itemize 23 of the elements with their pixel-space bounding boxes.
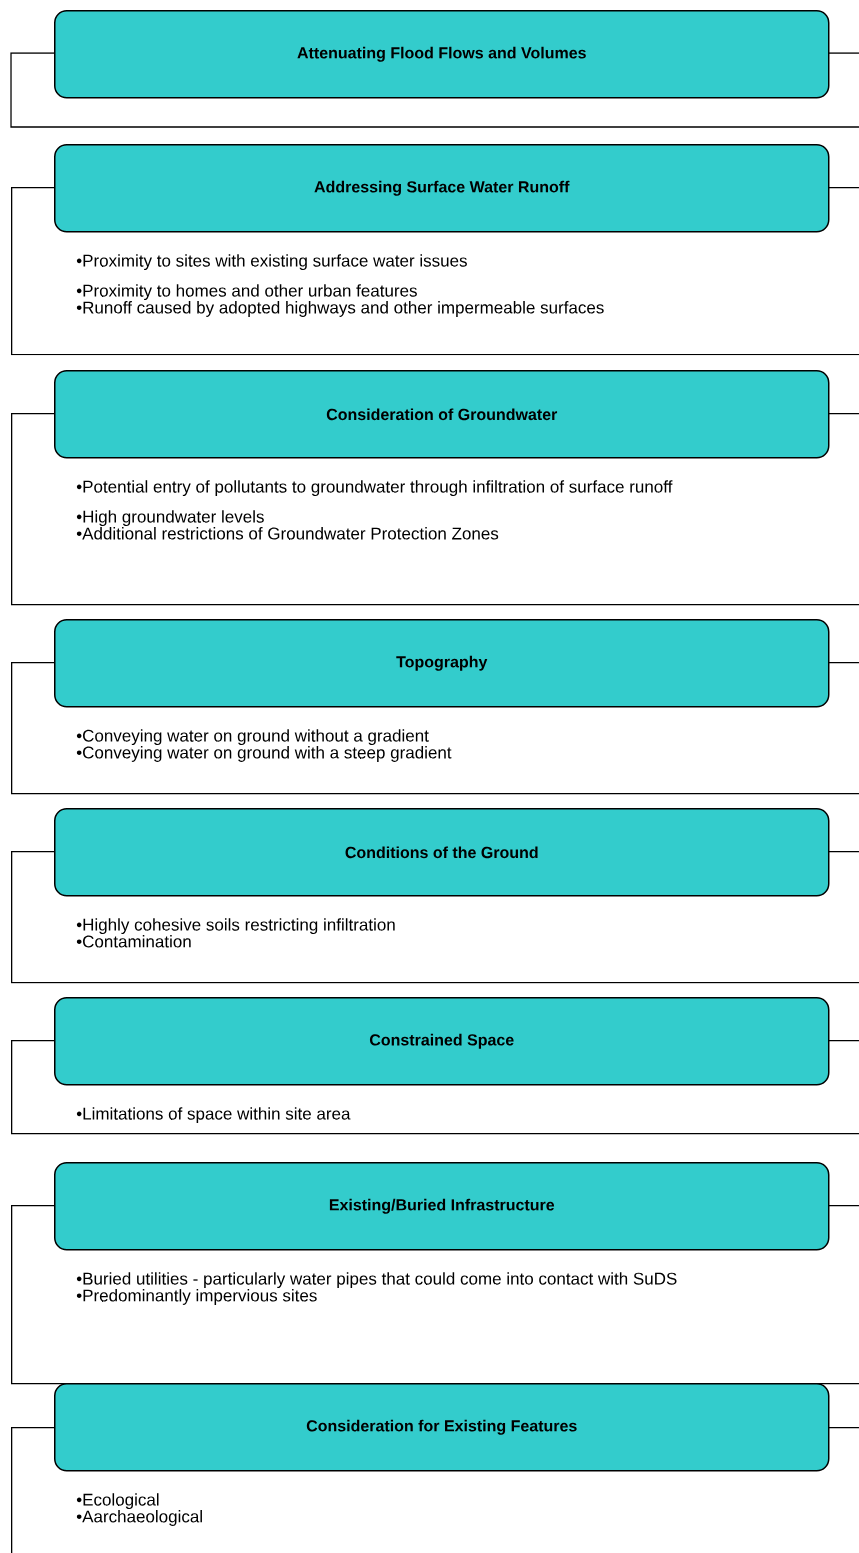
bullet-item: •Ecological (76, 1493, 159, 1510)
bullet-item: •Conveying water on ground without a gradient (76, 729, 429, 746)
bullet-item: •Buried utilities - particularly water pipes that could come into contact with SuDS (76, 1272, 677, 1289)
header-box: Topography (54, 619, 830, 708)
bullet-item: •Highly cohesive soils restricting infiltration (76, 918, 395, 935)
header-box: Conditions of the Ground (54, 808, 830, 897)
header-box: Existing/Buried Infrastructure (54, 1162, 830, 1251)
bullet-item: •Aarchaeological (76, 1510, 202, 1526)
bullet-item: •Potential entry of pollutants to groundwater through infiltration of surface runoff (76, 480, 673, 497)
bullet-item: •Proximity to sites with existing surface water issues (76, 254, 467, 271)
header-box: Consideration of Groundwater (54, 370, 830, 459)
bullet-item: •High groundwater levels (76, 510, 264, 527)
bullet-item: •Predominantly impervious sites (76, 1289, 317, 1305)
bullet-item: •Limitations of space within site area (76, 1107, 351, 1124)
header-box: Addressing Surface Water Runoff (54, 144, 830, 233)
header-box: Attenuating Flood Flows and Volumes (54, 10, 830, 99)
header-box: Constrained Space (54, 997, 830, 1086)
bullet-item: •Proximity to homes and other urban features (76, 284, 417, 301)
bullet-item: •Additional restrictions of Groundwater Protection Zones (76, 527, 499, 540)
bullet-item: •Conveying water on ground with a steep gradient (76, 746, 452, 762)
header-box: Consideration for Existing Features (54, 1383, 830, 1472)
bullet-item: •Runoff caused by adopted highways and other impermeable surfaces (76, 301, 604, 317)
bullet-item: •Contamination (76, 935, 191, 948)
